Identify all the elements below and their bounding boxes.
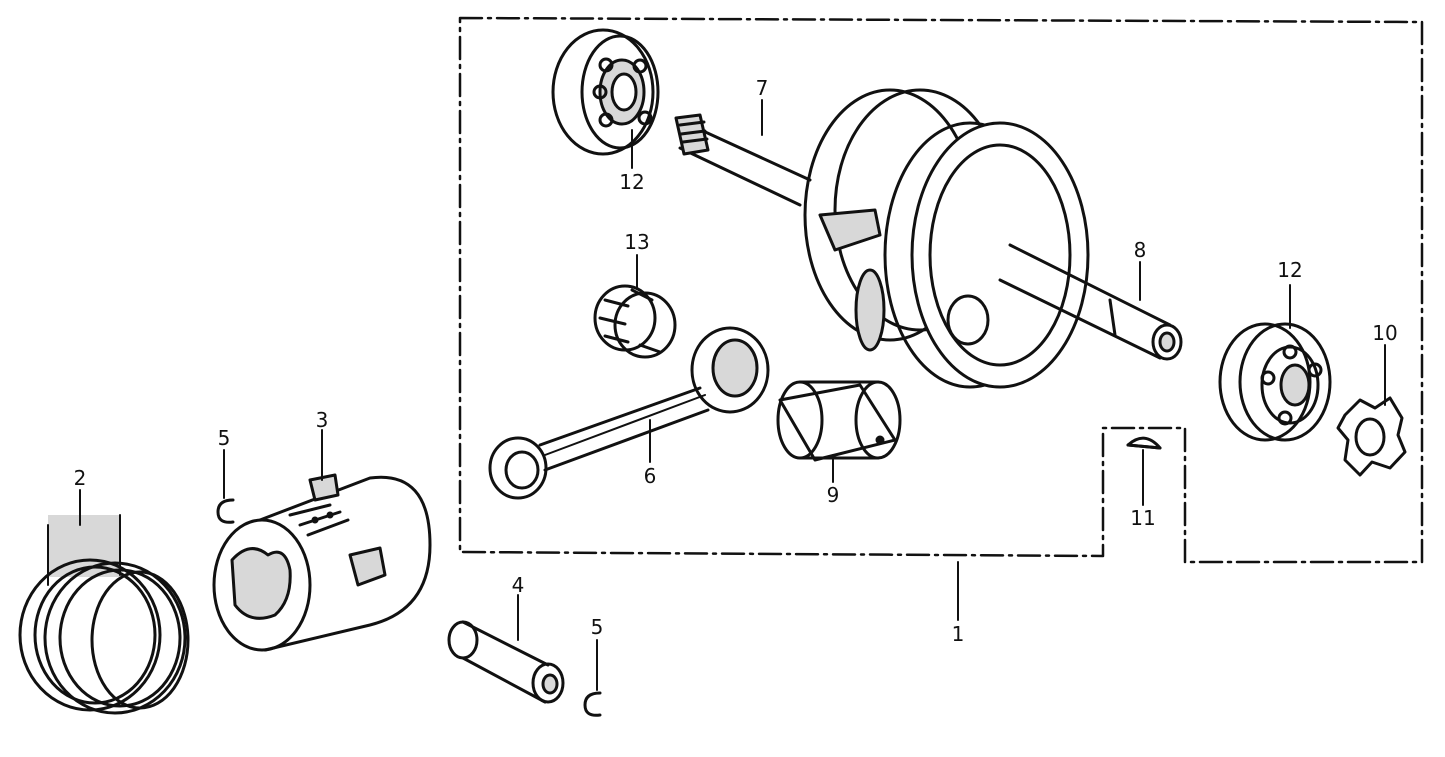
needle-bearing <box>593 284 677 359</box>
callout-10: 10 <box>1372 321 1398 345</box>
callout-5-right: 5 <box>590 615 604 639</box>
callout-12-right: 12 <box>1277 258 1303 282</box>
piston-rings <box>18 515 190 715</box>
crank-pin <box>776 380 902 462</box>
callout-7: 7 <box>755 76 769 100</box>
callout-6: 6 <box>643 464 657 488</box>
callout-4: 4 <box>511 573 525 597</box>
callout-12-top: 12 <box>619 170 645 194</box>
piston <box>212 473 432 652</box>
piston-pin-clip-right <box>583 691 602 717</box>
callout-1: 1 <box>951 622 965 646</box>
leader-2 <box>47 489 121 586</box>
callout-9: 9 <box>826 483 840 507</box>
callout-3: 3 <box>315 408 329 432</box>
callout-2: 2 <box>73 466 87 490</box>
callout-5-left: 5 <box>217 426 231 450</box>
ball-bearing-right <box>1218 322 1332 442</box>
ball-bearing-top <box>551 28 660 156</box>
callout-8: 8 <box>1133 238 1147 262</box>
crankshaft <box>674 88 1183 389</box>
callout-11: 11 <box>1130 506 1156 530</box>
connecting-rod <box>488 326 770 500</box>
piston-pin-clip-left <box>216 498 235 524</box>
callout-13: 13 <box>624 230 650 254</box>
assembly-boundary <box>458 16 1424 564</box>
woodruff-key <box>1126 436 1162 450</box>
piston-pin <box>447 620 565 704</box>
lock-nut <box>1336 396 1407 477</box>
